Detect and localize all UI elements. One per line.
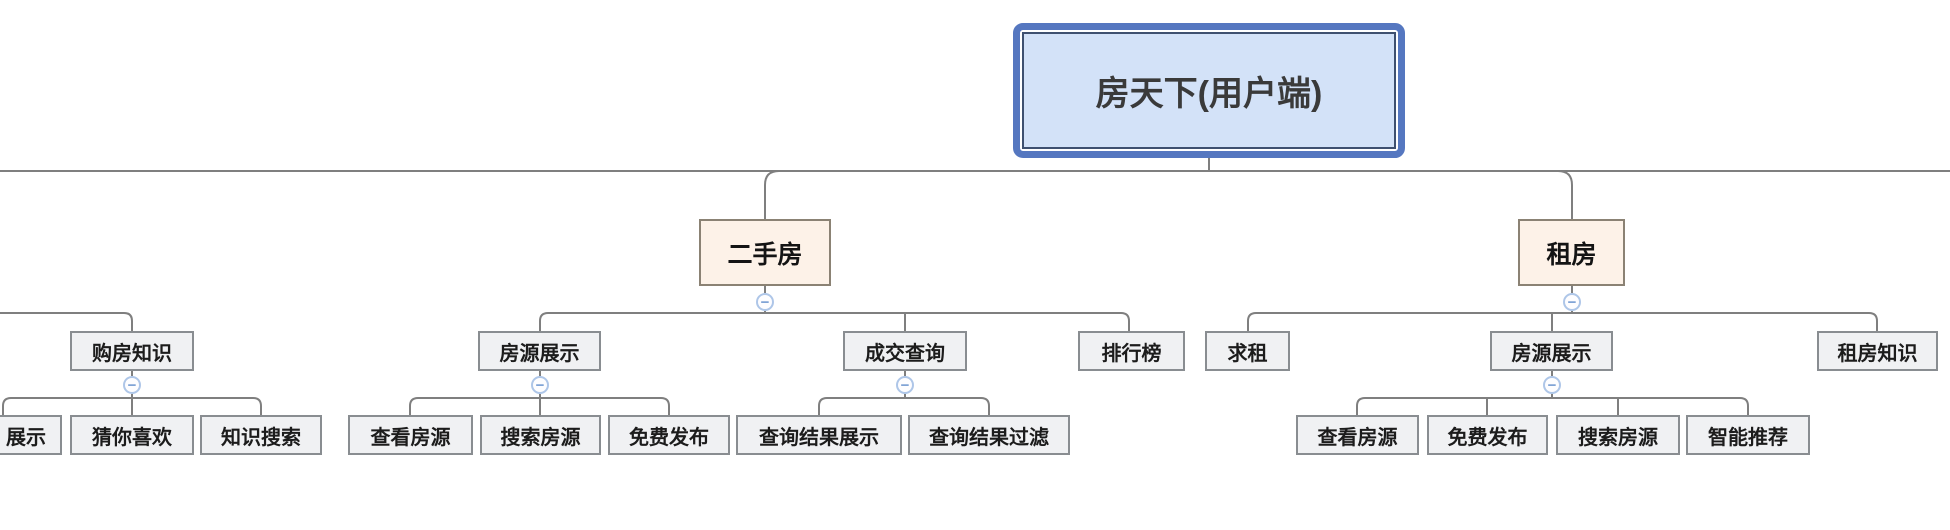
- node-rent-view-listing[interactable]: 查看房源: [1296, 415, 1419, 455]
- node-sh-listing-display[interactable]: 房源展示: [478, 331, 601, 371]
- node-pk-knowledge-search[interactable]: 知识搜索: [200, 415, 322, 455]
- node-sh-search-listing[interactable]: 搜索房源: [480, 415, 601, 455]
- collapse-toggle-purchase-knowledge-icon[interactable]: −: [123, 376, 141, 394]
- node-rent-free-publish[interactable]: 免费发布: [1427, 415, 1548, 455]
- collapse-toggle-sh-deal-query-icon[interactable]: −: [896, 376, 914, 394]
- node-pk-guess-like[interactable]: 猜你喜欢: [70, 415, 194, 455]
- node-sh-view-listing[interactable]: 查看房源: [348, 415, 473, 455]
- node-purchase-knowledge[interactable]: 购房知识: [70, 331, 194, 371]
- node-rent-listing-display[interactable]: 房源展示: [1490, 331, 1613, 371]
- node-sh-query-result-filter[interactable]: 查询结果过滤: [908, 415, 1070, 455]
- node-rent[interactable]: 租房: [1518, 219, 1625, 286]
- node-pk-display[interactable]: 展示: [0, 415, 62, 455]
- node-sh-ranking[interactable]: 排行榜: [1078, 331, 1185, 371]
- collapse-toggle-rent-icon[interactable]: −: [1563, 293, 1581, 311]
- node-rent-seek[interactable]: 求租: [1205, 331, 1290, 371]
- node-rent-knowledge[interactable]: 租房知识: [1817, 331, 1938, 371]
- node-root-label: 房天下(用户端): [1022, 32, 1396, 149]
- collapse-toggle-rent-listing-icon[interactable]: −: [1543, 376, 1561, 394]
- collapse-toggle-second-hand-icon[interactable]: −: [756, 293, 774, 311]
- node-root[interactable]: 房天下(用户端): [1013, 23, 1405, 158]
- node-second-hand[interactable]: 二手房: [699, 219, 831, 286]
- node-rent-smart-recommend[interactable]: 智能推荐: [1686, 415, 1810, 455]
- node-sh-query-result-display[interactable]: 查询结果展示: [736, 415, 902, 455]
- node-sh-free-publish[interactable]: 免费发布: [608, 415, 730, 455]
- node-sh-deal-query[interactable]: 成交查询: [843, 331, 967, 371]
- collapse-toggle-sh-listing-icon[interactable]: −: [531, 376, 549, 394]
- node-rent-search-listing[interactable]: 搜索房源: [1556, 415, 1680, 455]
